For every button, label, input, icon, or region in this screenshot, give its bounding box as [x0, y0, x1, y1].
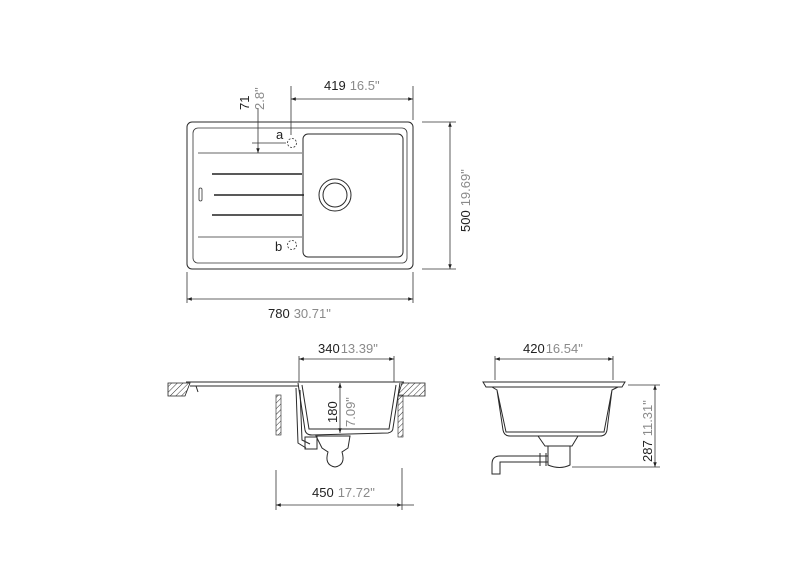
- cabinet-wall-right: [397, 394, 404, 438]
- drain-inner: [322, 182, 348, 208]
- dim-180-label: 180: [325, 401, 340, 423]
- dim-287-label: 28711.31": [640, 400, 655, 462]
- cabinet-wall-left: [275, 394, 282, 436]
- drainer-profile: [186, 381, 404, 393]
- dim-71-inch-label: 2.8": [252, 87, 267, 110]
- bowl-profile: [297, 382, 401, 436]
- front-bowl-profile: [491, 386, 619, 437]
- hole-b-label: b: [275, 239, 282, 254]
- dim-500-label: 50019.69": [458, 169, 473, 232]
- waste-fitting: [304, 436, 318, 450]
- countertop-right: [397, 382, 426, 397]
- bowl-outline: [302, 133, 404, 258]
- sink-inner-outline: [192, 127, 408, 264]
- overflow-pipe: [295, 387, 311, 449]
- drain-outer: [318, 178, 352, 212]
- front-trap-pipe: [491, 453, 548, 475]
- dim-420-label: 42016.54": [523, 341, 583, 356]
- tap-hole-b-icon: [287, 240, 297, 250]
- tap-hole-a-icon: [287, 138, 297, 148]
- dim-71-label: 71: [237, 96, 252, 110]
- hole-a-label: a: [276, 127, 284, 142]
- drain-trap: [315, 435, 351, 468]
- front-drain: [537, 435, 579, 468]
- dim-180-inch-label: 7.09": [343, 397, 358, 427]
- dim-340-label: 34013.39": [318, 341, 378, 356]
- overflow-slot: [198, 187, 203, 202]
- countertop-left: [167, 382, 191, 397]
- front-rim: [482, 381, 626, 388]
- sink-outer-outline: [186, 121, 414, 270]
- front-view: 42016.54" 28711.31": [482, 341, 660, 475]
